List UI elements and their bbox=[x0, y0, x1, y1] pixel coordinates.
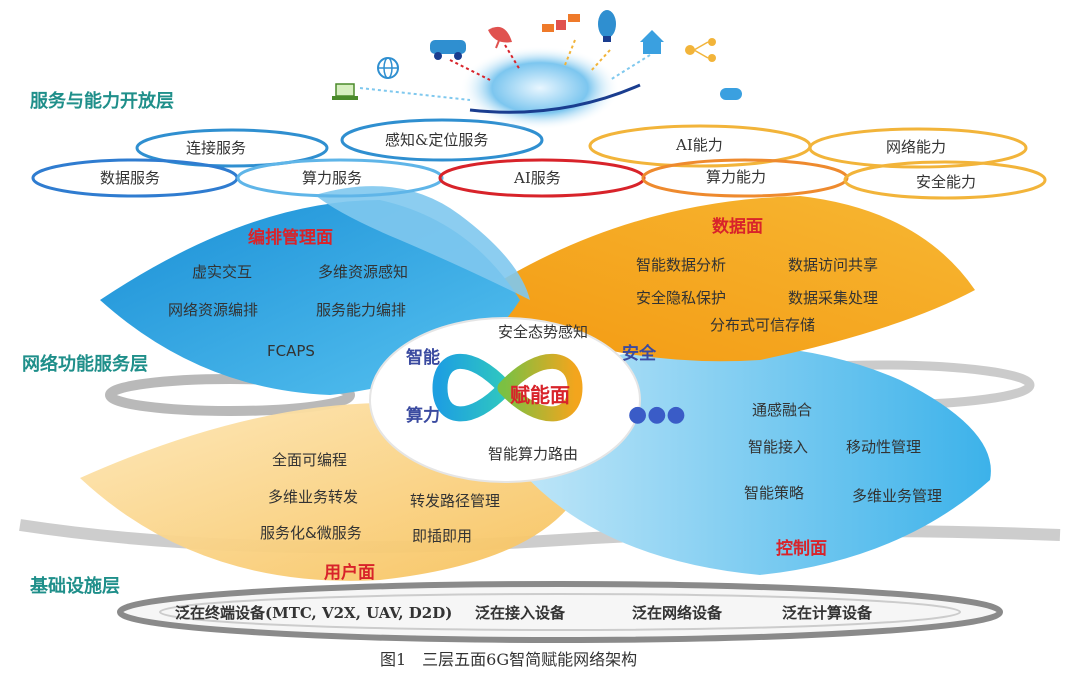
plane-item: 转发路径管理 bbox=[410, 492, 501, 510]
service-rings bbox=[31, 118, 1047, 200]
layer-label-infra: 基础设施层 bbox=[30, 576, 120, 597]
ring-label: 数据服务 bbox=[100, 169, 161, 187]
plane-item: 虚实交互 bbox=[192, 263, 253, 281]
plane-item: FCAPS bbox=[267, 342, 315, 360]
plane-item: 服务能力编排 bbox=[316, 301, 407, 319]
plane-item: 数据访问共享 bbox=[788, 256, 879, 274]
gamepad-icon bbox=[720, 88, 742, 100]
ring-label: 安全能力 bbox=[916, 173, 977, 191]
infinity-loop-icon bbox=[432, 353, 583, 422]
plane-item: 智能数据分析 bbox=[636, 256, 727, 274]
plane-item: 数据采集处理 bbox=[788, 289, 879, 307]
plane-item: 多维业务转发 bbox=[268, 488, 359, 506]
enabling-plane-ellipse bbox=[369, 317, 641, 483]
enabling-right-top: 安全 bbox=[622, 344, 656, 364]
enabling-top: 安全态势感知 bbox=[498, 323, 589, 341]
car-icon bbox=[430, 40, 466, 60]
plane-item: 即插即用 bbox=[412, 527, 473, 545]
plane-item: 通感融合 bbox=[752, 401, 813, 419]
plane-title-orchestration: 编排管理面 bbox=[248, 228, 333, 248]
infra-item: 泛在终端设备(MTC, V2X, UAV, D2D) bbox=[175, 604, 453, 622]
ring-label: 连接服务 bbox=[186, 139, 247, 157]
house-icon bbox=[640, 30, 664, 54]
globe-small-icon bbox=[377, 57, 399, 79]
enabling-bottom: 智能算力路由 bbox=[488, 445, 579, 463]
plane-item: 安全隐私保护 bbox=[636, 289, 727, 307]
icon-links bbox=[359, 39, 651, 101]
enabling-plane-title: 赋能面 bbox=[510, 383, 570, 407]
ring-label: AI能力 bbox=[676, 136, 723, 154]
figure-caption: 图1 三层五面6G智简赋能网络架构 bbox=[380, 650, 638, 669]
ring-label: 算力服务 bbox=[302, 169, 363, 187]
airship-icon bbox=[598, 10, 616, 42]
plane-item: 智能策略 bbox=[744, 484, 805, 502]
plane-item: 多维业务管理 bbox=[852, 487, 943, 505]
layer-label-service: 服务与能力开放层 bbox=[30, 91, 174, 112]
infra-item: 泛在网络设备 bbox=[632, 604, 723, 622]
ring-label: 感知&定位服务 bbox=[385, 131, 489, 149]
ring-label: 网络能力 bbox=[886, 138, 947, 156]
more-dots-icon: ●●● bbox=[628, 402, 686, 427]
plane-item: 多维资源感知 bbox=[318, 263, 409, 281]
plane-item: 全面可编程 bbox=[272, 451, 348, 469]
plane-item: 分布式可信存储 bbox=[710, 316, 816, 334]
ring-label: 算力能力 bbox=[706, 168, 767, 186]
laptop-icon bbox=[332, 83, 358, 100]
plane-item: 网络资源编排 bbox=[168, 301, 259, 319]
enabling-left-top: 智能 bbox=[406, 348, 440, 368]
plane-title-user: 用户面 bbox=[324, 563, 375, 583]
infrastructure-ring bbox=[117, 581, 1003, 643]
ribbon-shape bbox=[315, 186, 530, 300]
plane-item: 智能接入 bbox=[748, 438, 809, 456]
infra-item: 泛在计算设备 bbox=[782, 604, 873, 622]
plane-item: 移动性管理 bbox=[846, 438, 922, 456]
ring-label: AI服务 bbox=[514, 169, 561, 187]
enabling-left-bottom: 算力 bbox=[406, 406, 440, 426]
plane-title-control: 控制面 bbox=[776, 539, 827, 559]
satellite-dish-icon bbox=[488, 26, 512, 49]
globe-icon bbox=[460, 46, 641, 130]
people-network-icon bbox=[685, 38, 716, 62]
satellite-icon bbox=[542, 14, 580, 32]
layer-label-network: 网络功能服务层 bbox=[22, 354, 148, 375]
plane-item: 服务化&微服务 bbox=[260, 524, 362, 542]
plane-title-data: 数据面 bbox=[712, 217, 763, 237]
data-plane-shape bbox=[470, 196, 975, 362]
infra-item: 泛在接入设备 bbox=[475, 604, 566, 622]
